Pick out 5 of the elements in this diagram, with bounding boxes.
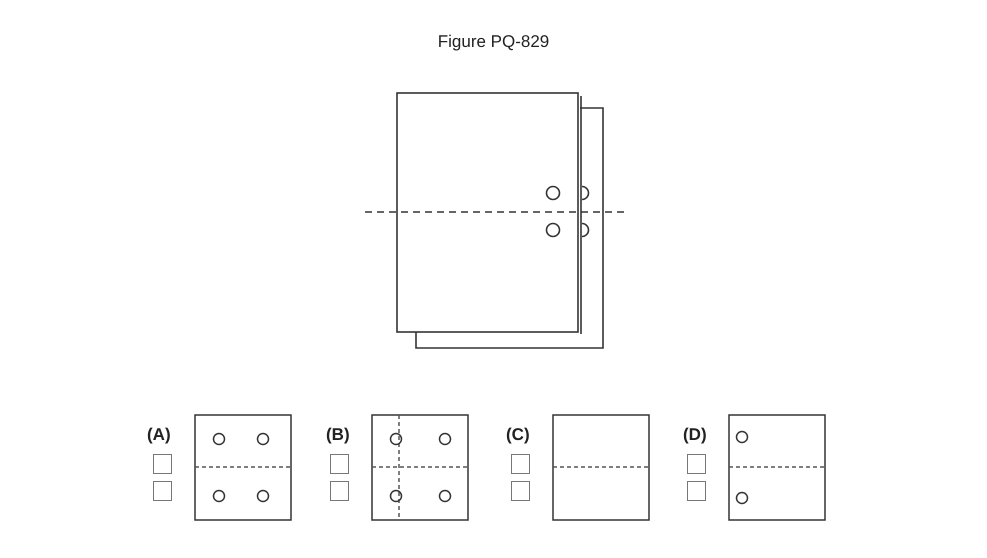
option-label: (C) — [506, 425, 530, 445]
option-label: (B) — [326, 425, 350, 445]
option-label: (D) — [683, 425, 707, 445]
option-label: (A) — [147, 425, 171, 445]
figure-title: Figure PQ-829 — [436, 32, 550, 52]
